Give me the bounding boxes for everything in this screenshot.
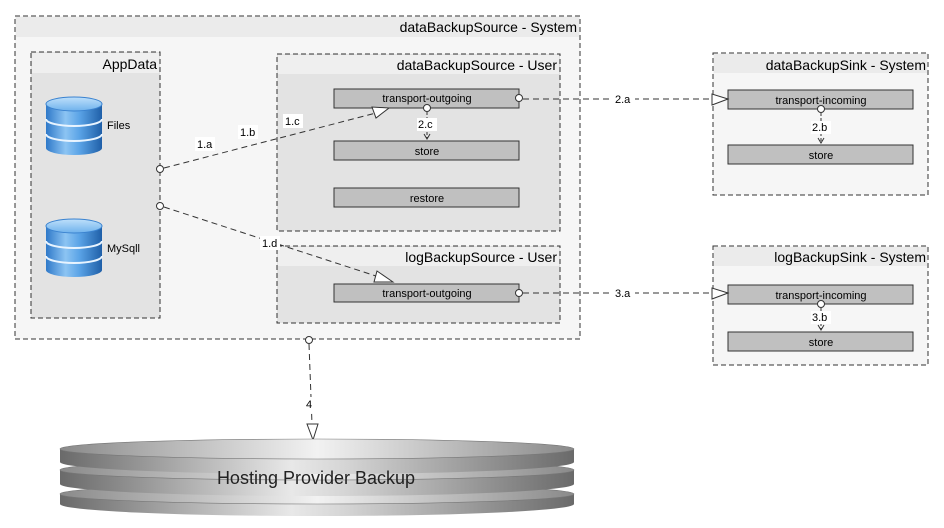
log-transport-outgoing-label: transport-outgoing <box>382 288 471 300</box>
data-sink-transport-incoming-label: transport-incoming <box>775 95 866 107</box>
log-transport-port-right <box>515 289 523 297</box>
data-sink-port-bottom <box>817 105 825 113</box>
mysql-label: MySqll <box>107 243 140 255</box>
edge-4-label: 4 <box>306 399 312 411</box>
log-transport-outgoing-box: transport-outgoing <box>333 283 520 303</box>
hosting-provider-backup-storage <box>59 438 575 516</box>
data-backup-sink-system-title: dataBackupSink - System <box>766 57 926 73</box>
data-sink-transport-incoming-box: transport-incoming <box>727 89 914 110</box>
log-sink-store-label: store <box>809 337 833 349</box>
mysql-database-icon <box>45 218 103 277</box>
source-transport-outgoing-label: transport-outgoing <box>382 93 471 105</box>
data-backup-source-system-title: dataBackupSource - System <box>400 19 577 35</box>
log-sink-store-box: store <box>727 331 914 352</box>
edge-2a-label: 2.a <box>615 94 631 106</box>
data-backup-source-user-title: dataBackupSource - User <box>397 57 558 73</box>
source-store-label: store <box>415 146 439 158</box>
files-label: Files <box>107 120 131 132</box>
appdata-port-top <box>156 165 164 173</box>
log-backup-source-user-title: logBackupSource - User <box>405 249 557 265</box>
source-transport-port-bottom <box>423 104 431 112</box>
log-sink-port-bottom <box>817 300 825 308</box>
edge-1c-label: 1.c <box>285 116 300 128</box>
source-store-box: store <box>333 140 520 161</box>
edge-2c <box>423 112 431 140</box>
source-transport-outgoing-box: transport-outgoing <box>333 88 520 109</box>
appdata-port-bottom <box>156 202 164 210</box>
files-database-icon <box>45 96 103 155</box>
system-port-bottom <box>305 336 313 344</box>
log-backup-sink-system-title: logBackupSink - System <box>774 249 926 265</box>
edge-2b-label: 2.b <box>812 122 827 134</box>
app-data-container: AppData <box>30 51 161 319</box>
source-transport-port-right <box>515 94 523 102</box>
source-restore-label: restore <box>410 193 444 205</box>
edge-1d-label: 1.d <box>262 238 277 250</box>
edge-3a-label: 3.a <box>615 288 631 300</box>
source-restore-box: restore <box>333 187 520 208</box>
edge-2c-label: 2.c <box>418 119 433 131</box>
edge-1a-label: 1.a <box>197 139 213 151</box>
log-sink-transport-incoming-box: transport-incoming <box>727 284 914 305</box>
app-data-title: AppData <box>103 56 158 72</box>
hosting-provider-backup-label: Hosting Provider Backup <box>217 468 415 488</box>
data-sink-store-box: store <box>727 144 914 165</box>
data-sink-store-label: store <box>809 150 833 162</box>
edge-1-abc <box>163 106 391 169</box>
log-sink-transport-incoming-label: transport-incoming <box>775 290 866 302</box>
edge-3b-label: 3.b <box>812 312 827 324</box>
edge-4 <box>306 343 319 442</box>
edge-1b-label: 1.b <box>240 127 255 139</box>
